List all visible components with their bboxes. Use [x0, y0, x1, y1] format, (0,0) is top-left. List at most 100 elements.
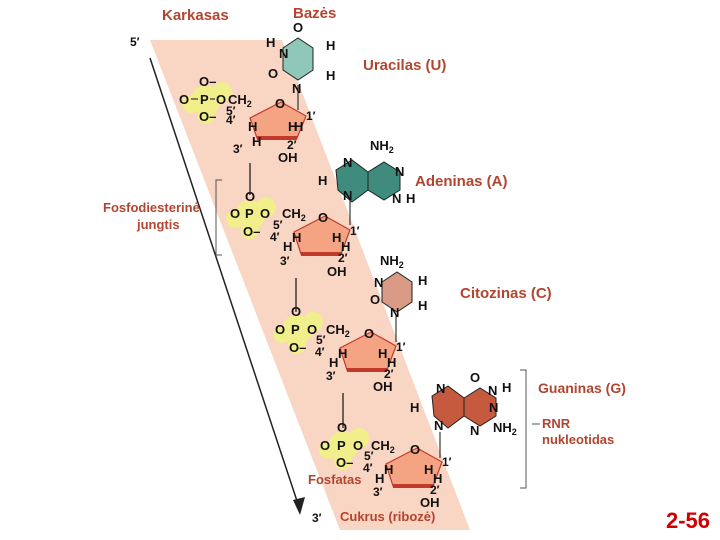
nucleotide-guanine: O O P O O– CH2 5′ O 4′ 1′ 3′ 2′ H H H H …	[319, 370, 626, 510]
svg-text:O: O	[410, 442, 420, 457]
svg-text:5′: 5′	[226, 104, 236, 118]
svg-text:O: O	[307, 322, 317, 337]
svg-text:O: O	[470, 370, 480, 385]
phosphate-group: O O P O O–	[273, 304, 323, 355]
nucleotide-cytosine: O O P O O– CH2 5′ O 4′ 1′ 3′ 2′ H H H H …	[273, 253, 552, 394]
strand-arrow-head	[293, 497, 305, 515]
svg-text:H: H	[418, 273, 427, 288]
svg-text:H: H	[252, 134, 261, 149]
svg-text:N: N	[390, 305, 399, 320]
svg-text:H: H	[341, 239, 350, 254]
svg-text:OH: OH	[420, 495, 440, 510]
svg-text:O: O	[291, 304, 301, 319]
phosphate-group: O O P O O–	[226, 189, 276, 239]
svg-text:1′: 1′	[306, 109, 316, 123]
svg-text:3′: 3′	[373, 485, 383, 499]
svg-text:4′: 4′	[315, 345, 325, 359]
svg-text:H: H	[378, 346, 387, 361]
ribose-sugar: O 4′ 1′ 3′ 2′ H H H H OH	[270, 210, 360, 279]
svg-text:1′: 1′	[396, 340, 406, 354]
ch2-group: CH2	[326, 322, 350, 339]
svg-text:H: H	[294, 119, 303, 134]
svg-text:O: O	[216, 92, 226, 107]
svg-text:O: O	[337, 420, 347, 435]
nh2-group: NH2	[493, 420, 517, 437]
bases-header: Bazės	[293, 5, 336, 22]
svg-text:O: O	[275, 322, 285, 337]
ch2-group: CH2	[228, 92, 252, 109]
rna-nucleotide-callout: RNR nukleotidas	[520, 369, 614, 489]
svg-text:O–: O–	[243, 224, 260, 239]
svg-text:N: N	[395, 164, 404, 179]
svg-text:H: H	[418, 298, 427, 313]
uracil-base: O H N H O H N	[266, 20, 335, 110]
svg-text:2′: 2′	[430, 483, 440, 497]
svg-text:N: N	[279, 46, 288, 61]
strand-direction-arrow	[149, 57, 301, 511]
phosphodiester-label-line2: jungtis	[136, 217, 180, 232]
svg-text:3′: 3′	[233, 142, 243, 156]
nucleotide-adenine: O O P O O– CH2 5′ O 4′ 1′ 3′ 2′ H H H H …	[226, 138, 508, 279]
cytosine-label: Citozinas (C)	[460, 285, 552, 302]
guanine-label: Guaninas (G)	[538, 380, 626, 396]
svg-text:H: H	[433, 471, 442, 486]
svg-text:H: H	[338, 346, 347, 361]
svg-text:O: O	[275, 96, 285, 111]
svg-text:P: P	[337, 438, 346, 453]
svg-text:H: H	[248, 119, 257, 134]
svg-text:H: H	[424, 462, 433, 477]
svg-text:N: N	[436, 381, 445, 396]
svg-text:H: H	[326, 38, 335, 53]
svg-text:4′: 4′	[363, 461, 373, 475]
svg-text:H: H	[292, 230, 301, 245]
svg-text:H: H	[326, 68, 335, 83]
sugar-label: Cukrus (ribozė)	[340, 509, 435, 524]
svg-text:N: N	[488, 383, 497, 398]
svg-text:N: N	[470, 423, 479, 438]
svg-text:N: N	[292, 81, 301, 96]
svg-text:P: P	[200, 92, 209, 107]
svg-text:H: H	[387, 355, 396, 370]
ch2-group: CH2	[282, 206, 306, 223]
svg-text:N: N	[434, 418, 443, 433]
svg-text:O: O	[260, 206, 270, 221]
phosphate-group: O– O P O O–	[179, 74, 232, 124]
svg-text:H: H	[288, 119, 297, 134]
svg-text:H: H	[332, 230, 341, 245]
guanine-base: O N N H H N N N NH2	[410, 370, 517, 458]
svg-text:3′: 3′	[326, 369, 336, 383]
five-prime-end: 5′	[130, 35, 140, 49]
adenine-label: Adeninas (A)	[415, 173, 508, 190]
svg-text:5′: 5′	[316, 333, 326, 347]
svg-text:O: O	[320, 438, 330, 453]
svg-text:H: H	[283, 239, 292, 254]
svg-text:1′: 1′	[442, 455, 452, 469]
svg-text:O–: O–	[336, 455, 353, 470]
backbone-band	[150, 40, 470, 530]
svg-text:H: H	[406, 191, 415, 206]
svg-text:4′: 4′	[226, 113, 236, 127]
svg-text:O: O	[318, 210, 328, 225]
svg-text:H: H	[502, 380, 511, 395]
svg-text:O: O	[370, 292, 380, 307]
svg-text:2′: 2′	[287, 138, 297, 152]
svg-text:O: O	[268, 66, 278, 81]
svg-text:N: N	[343, 155, 352, 170]
svg-text:N: N	[392, 191, 401, 206]
phosphodiester-label-line1: Fosfodiesterinė	[103, 200, 200, 215]
svg-text:P: P	[291, 322, 300, 337]
rna-label-line2: nukleotidas	[542, 432, 614, 447]
svg-text:H: H	[318, 173, 327, 188]
nh2-group: NH2	[370, 138, 394, 155]
svg-text:1′: 1′	[350, 224, 360, 238]
svg-text:P: P	[245, 206, 254, 221]
svg-text:H: H	[384, 462, 393, 477]
three-prime-end: 3′	[312, 511, 322, 525]
svg-text:H: H	[266, 35, 275, 50]
svg-text:N: N	[374, 275, 383, 290]
svg-text:H: H	[410, 400, 419, 415]
svg-text:OH: OH	[373, 379, 393, 394]
svg-text:N: N	[489, 400, 498, 415]
rna-label-line1: RNR	[542, 416, 571, 431]
ribose-sugar: O 4′ 1′ 3′ 2′ H H H H OH	[315, 326, 406, 394]
